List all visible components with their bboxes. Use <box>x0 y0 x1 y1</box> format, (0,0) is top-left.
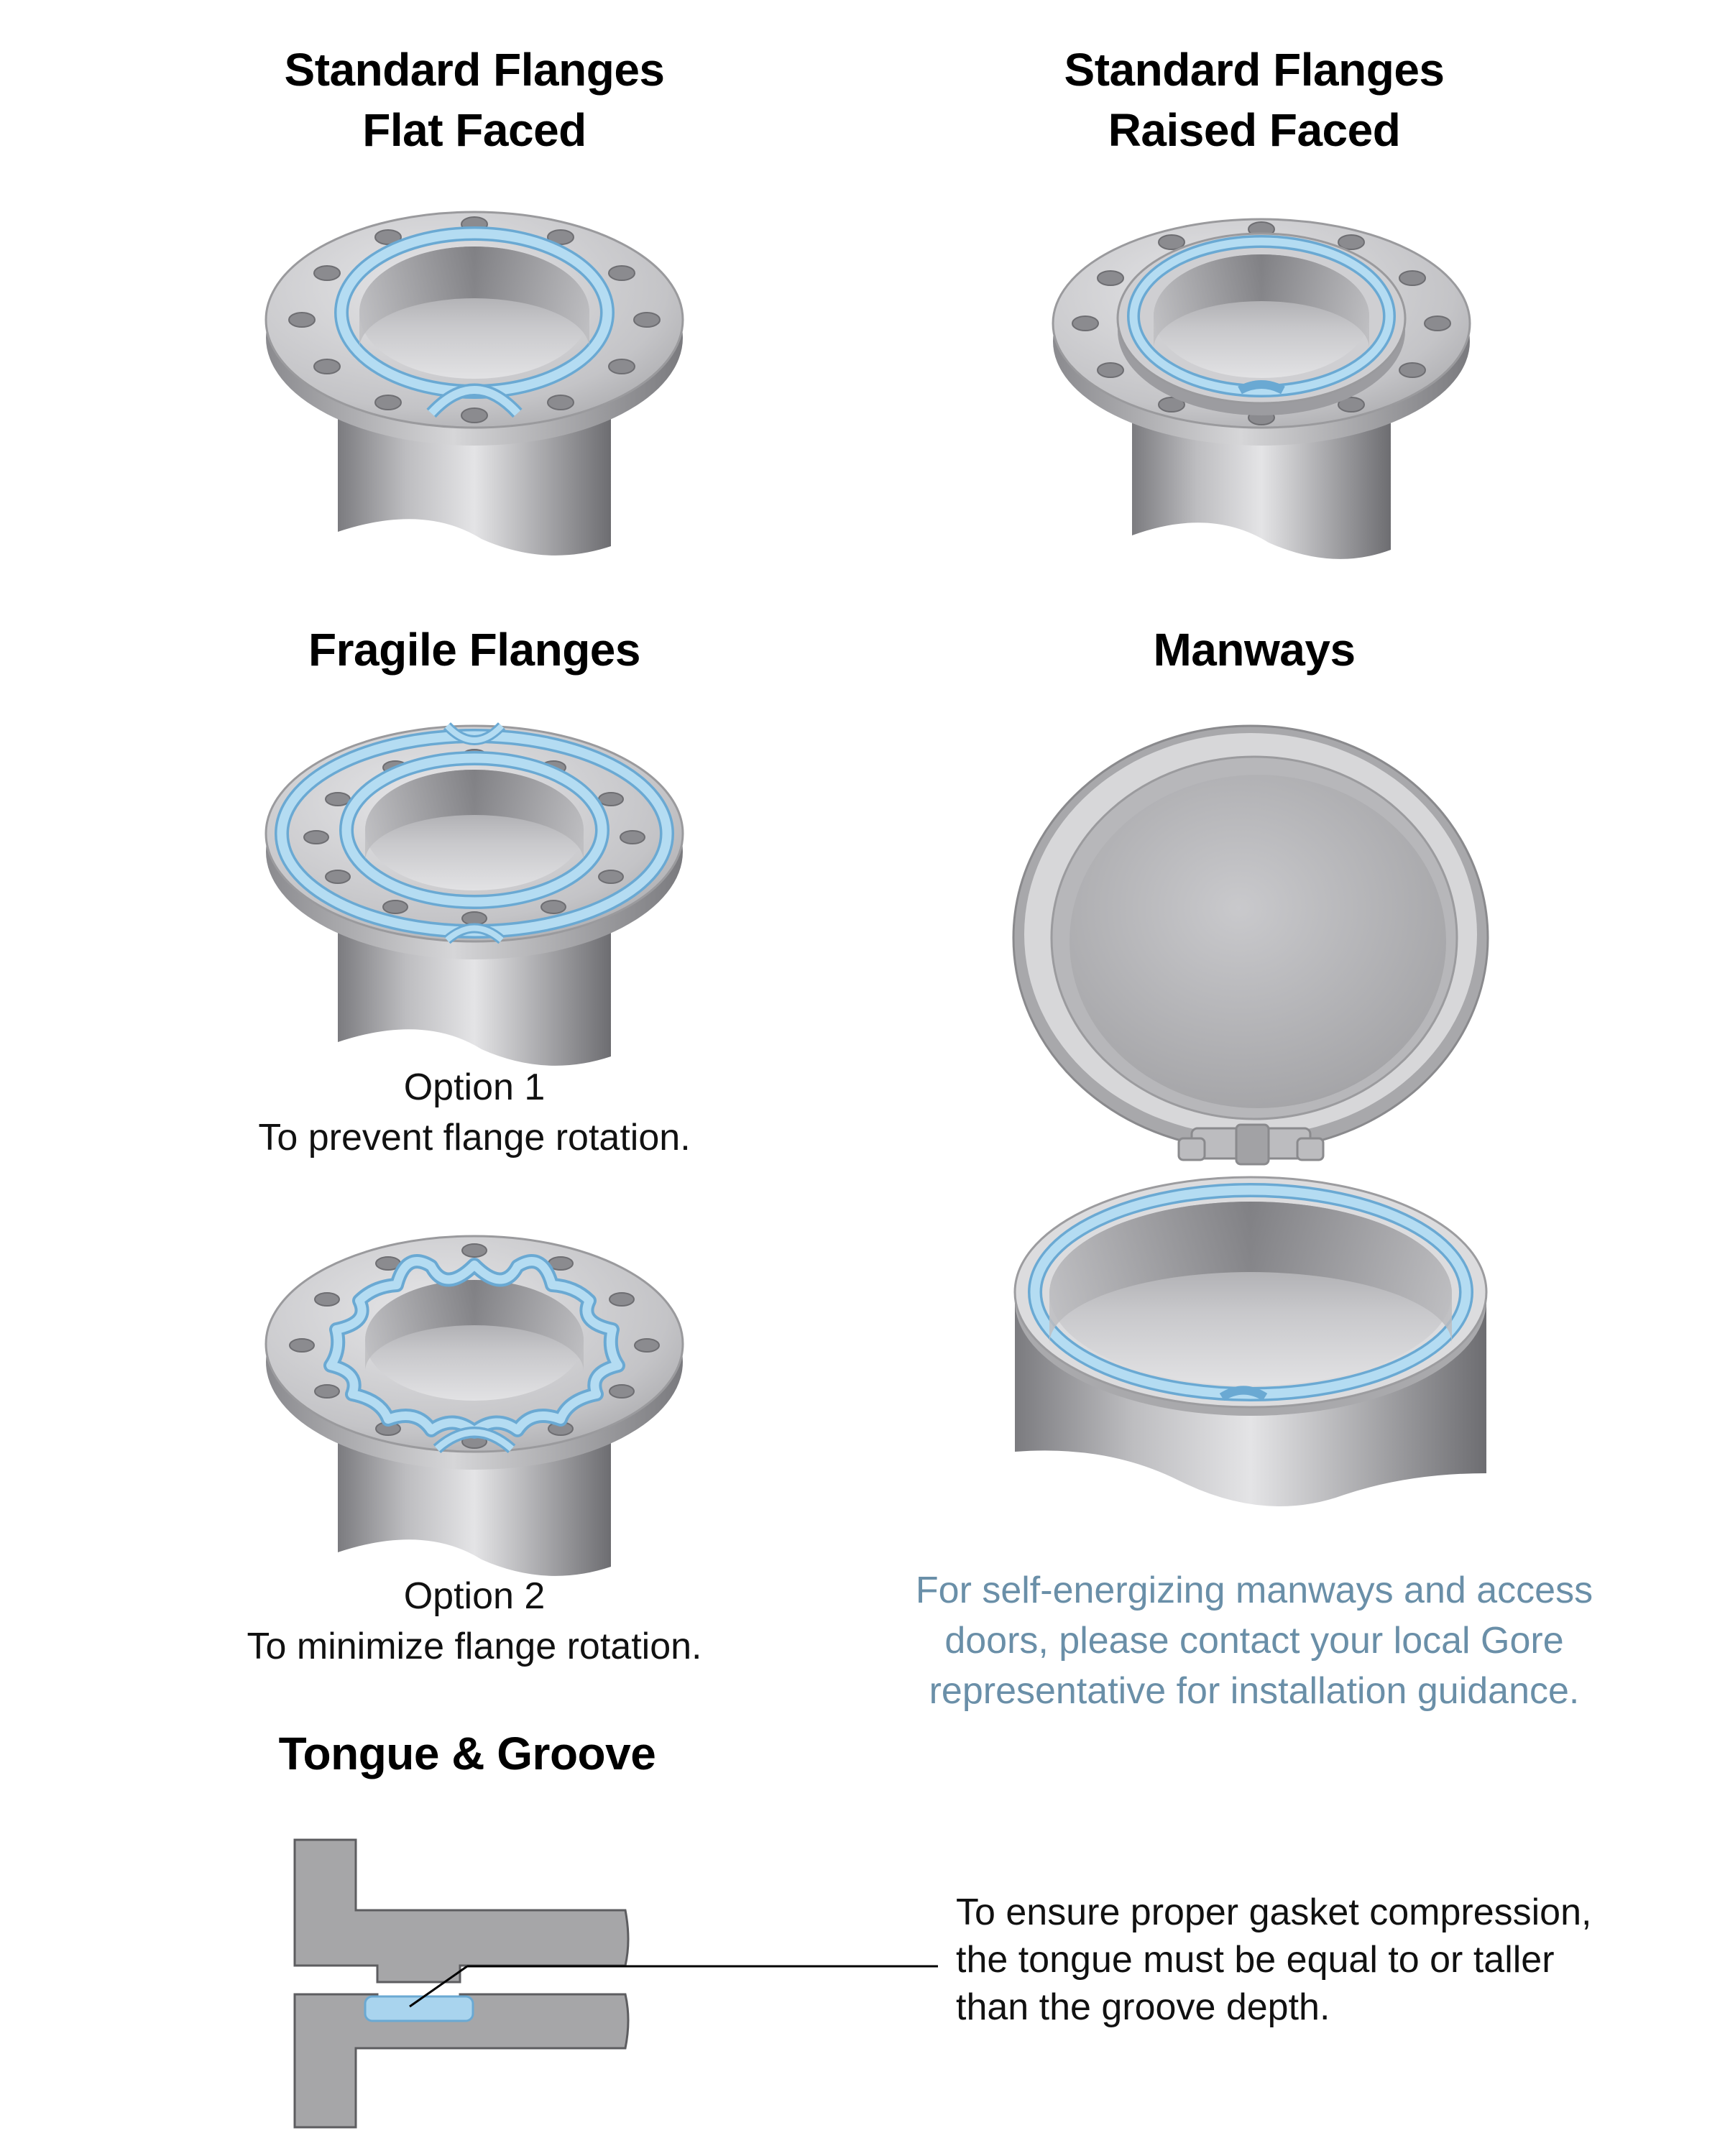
tongue-groove-note-line3: than the groove depth. <box>956 1986 1330 2028</box>
option2-text: To minimize flange rotation. <box>247 1626 702 1667</box>
raised-faced-title-line2: Raised Faced <box>1108 104 1401 156</box>
fragile-option2-flange-illustration <box>264 1235 684 1576</box>
option2-label: Option 2 <box>403 1575 546 1617</box>
raised-faced-title: Standard Flanges Raised Faced <box>995 40 1513 160</box>
manway-hinge <box>1177 1123 1325 1166</box>
tongue-groove-title: Tongue & Groove <box>278 1728 656 1779</box>
tongue-section <box>293 1838 630 1984</box>
manways-note-line1: For self-energizing manways and access <box>915 1570 1593 1611</box>
raised-faced-flange-illustration <box>1052 218 1471 559</box>
manway-illustration <box>1012 724 1489 1506</box>
raised-faced-title-line1: Standard Flanges <box>1064 44 1445 96</box>
fragile-option1-caption: Option 1 To prevent flange rotation. <box>216 1062 733 1163</box>
manways-note-line3: representative for installation guidance… <box>929 1670 1580 1712</box>
flat-faced-title: Standard Flanges Flat Faced <box>216 40 733 160</box>
manways-title: Manways <box>1153 624 1356 676</box>
gasket <box>364 1995 474 2022</box>
manways-note-line2: doors, please contact your local Gore <box>944 1620 1564 1662</box>
tongue-groove-note-line2: the tongue must be equal to or taller <box>956 1939 1555 1981</box>
flat-faced-title-line2: Flat Faced <box>362 104 586 156</box>
tongue-groove-illustration <box>293 1838 938 2129</box>
manways-note: For self-energizing manways and access d… <box>884 1565 1624 1716</box>
fragile-option1-flange-illustration <box>264 722 684 1066</box>
fragile-option2-caption: Option 2 To minimize flange rotation. <box>216 1571 733 1672</box>
option1-text: To prevent flange rotation. <box>258 1117 691 1158</box>
tongue-groove-note: To ensure proper gasket compression, the… <box>956 1889 1711 2031</box>
leader-line <box>409 1965 468 2008</box>
flat-faced-flange-illustration <box>264 211 684 556</box>
tongue-groove-note-line1: To ensure proper gasket compression, <box>956 1892 1592 1933</box>
option1-label: Option 1 <box>403 1067 546 1108</box>
fragile-flanges-title: Fragile Flanges <box>308 624 640 676</box>
flat-faced-title-line1: Standard Flanges <box>284 44 666 96</box>
